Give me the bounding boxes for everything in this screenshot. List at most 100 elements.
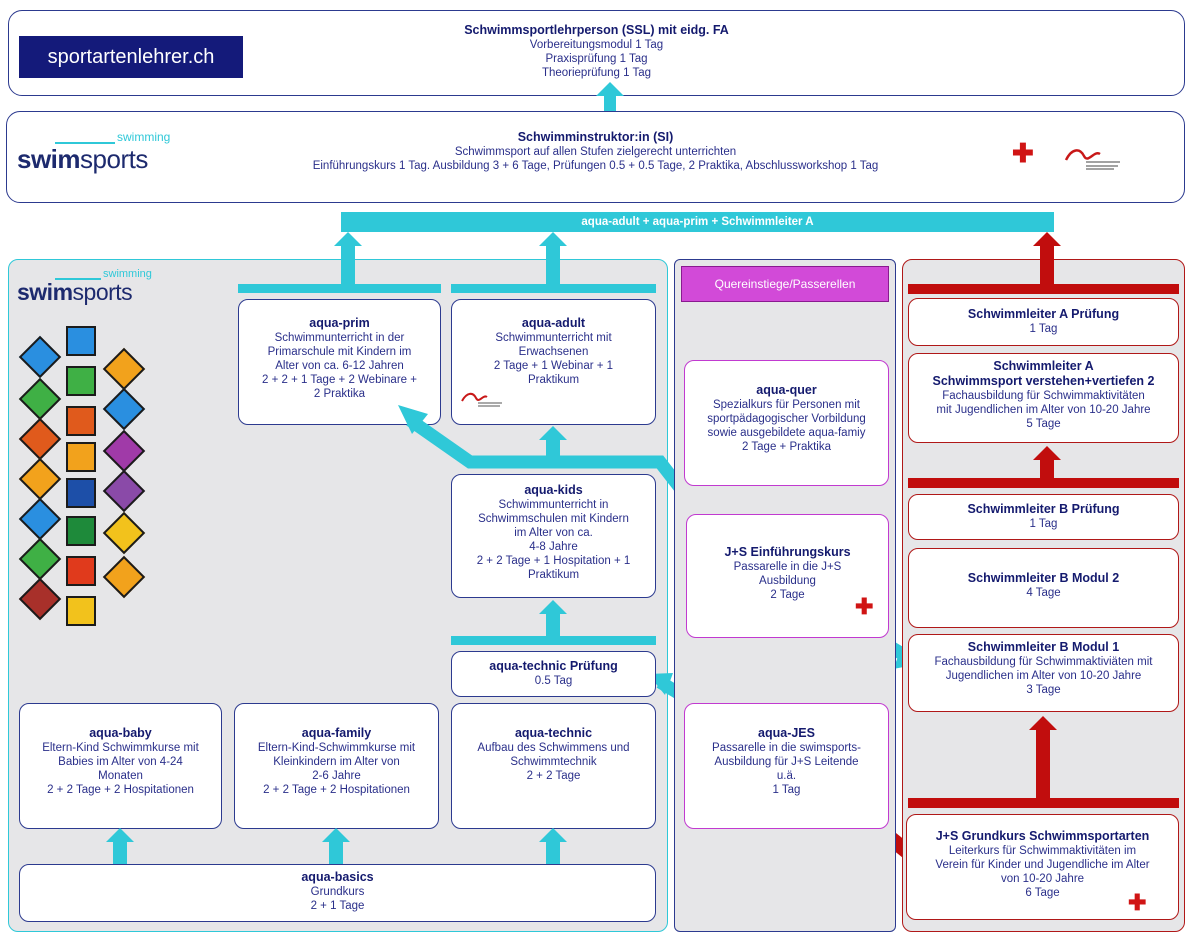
badge-icon-21 [66,596,96,626]
aqua-prim-title: aqua-prim [309,316,370,330]
aqua-technic-pruefung-title: aqua-technic Prüfung [489,659,618,673]
aqua-jes-line: 1 Tag [772,784,801,796]
arrowhead-icon [539,828,567,842]
sla-line: Fachausbildung für Schwimmaktivitäten [942,390,1145,402]
esa-logo-icon [1062,142,1124,172]
aqua-quer-line: sowie ausgebildete aqua-famiy [707,427,866,439]
aqua-baby-line: Monaten [98,770,143,782]
aqua-basics-box: aqua-basics Grundkurs 2 + 1 Tage [19,864,656,922]
aqua-adult-line: 2 Tage + 1 Webinar + 1 [493,360,614,372]
aqua-kids-title: aqua-kids [524,483,583,497]
aqua-basics-title: aqua-basics [301,870,374,884]
arrowhead-icon [539,426,567,440]
ssl-title: Schwimmsportlehrperson (SSL) mit eidg. F… [464,23,729,37]
quereinstiege-label: Quereinstiege/Passerellen [681,266,889,302]
sla-pruefung-top-bar [908,284,1179,294]
aqua-adult-line: Erwachsenen [518,346,589,358]
aqua-prim-line: 2 + 2 + 1 Tage + 2 Webinare + [262,374,417,386]
sla-pruefung-box: Schwimmleiter A Prüfung 1 Tag [908,298,1179,346]
arrow-basics-to-baby [113,840,127,864]
arrowhead-icon [596,82,624,96]
sla-subtitle: Schwimmsport verstehen+vertiefen 2 [932,374,1155,388]
aqua-technic-line: Aufbau des Schwimmens und [477,742,630,754]
esa-logo-icon [460,389,504,409]
js-logo-icon: ✚ [1128,890,1147,915]
aqua-quer-title: aqua-quer [756,383,817,397]
aqua-technic-pruefung-box: aqua-technic Prüfung 0.5 Tag [451,651,656,697]
arrowhead-icon [539,232,567,246]
badge-icon-4 [66,366,96,396]
js-grundkurs-line: 6 Tage [1025,887,1060,899]
arrow-basics-to-technic [546,840,560,864]
aqua-adult-prim-bar: aqua-adult + aqua-prim + Schwimmleiter A [341,212,1054,232]
js-grundkurs-line: Verein für Kinder und Jugendliche im Alt… [935,859,1150,871]
aqua-prim-line: Primarschule mit Kindern im [267,346,412,358]
aqua-quer-line: 2 Tage + Praktika [742,441,831,453]
arrow-adult-up [546,242,560,284]
aqua-technic-box: aqua-technic Aufbau des Schwimmens und S… [451,703,656,829]
aqua-baby-title: aqua-baby [89,726,152,740]
aqua-jes-line: u.ä. [776,770,797,782]
aqua-family-line: Kleinkindern im Alter von [273,756,400,768]
arrowhead-icon [1033,446,1061,460]
aqua-jes-title: aqua-JES [758,726,815,740]
arrowhead-icon [1033,232,1061,246]
slb-modul1-line: Jugendlichen im Alter von 10-20 Jahre [945,670,1142,682]
aqua-kids-box: aqua-kids Schwimmunterricht in Schwimmsc… [451,474,656,598]
slb-modul2-box: Schwimmleiter B Modul 2 4 Tage [908,548,1179,628]
prim-top-bar [238,284,441,293]
badge-icon-6 [66,406,96,436]
arrow-sl-up [1040,244,1054,284]
aqua-baby-line: Eltern-Kind Schwimmkurse mit [42,742,199,754]
js-einfuehrung-line: Ausbildung [759,575,816,587]
si-line2: Einführungskurs 1 Tag. Ausbildung 3 + 6 … [312,160,879,172]
si-line1: Schwimmsport auf allen Stufen zielgerech… [454,146,737,158]
arrow-prim-up [341,242,355,284]
sla-line: mit Jugendlichen im Alter von 10-20 Jahr… [936,404,1151,416]
aqua-jes-line: Ausbildung für J+S Leitende [714,756,859,768]
aqua-family-line: 2 + 2 Tage + 2 Hospitationen [263,784,410,796]
aqua-prim-line: Alter von ca. 6-12 Jahren [275,360,404,372]
ssl-line: Theorieprüfung 1 Tag [541,67,652,79]
slb-pruefung-top-bar [908,478,1179,488]
badge-icon-9 [66,442,96,472]
slb-modul2-line: 4 Tage [1026,587,1061,599]
aqua-family-box: aqua-family Eltern-Kind-Schwimmkurse mit… [234,703,439,829]
aqua-basics-line: 2 + 1 Tage [310,900,365,912]
slb-modul1-line: Fachausbildung für Schwimmaktiviäten mit [934,656,1153,668]
js-grundkurs-box: J+S Grundkurs Schwimmsportarten Leiterku… [906,814,1179,920]
slb-pruefung-line: 1 Tag [1029,518,1058,530]
sla-title: Schwimmleiter A [993,359,1094,373]
aqua-jes-line: Passarelle in die swimsports- [712,742,861,754]
technic-top-bar [451,636,656,645]
aqua-adult-title: aqua-adult [521,316,586,330]
js-einfuehrung-title: J+S Einführungskurs [724,545,851,559]
js-einfuehrung-line: 2 Tage [770,589,805,601]
ssl-line: Praxisprüfung 1 Tag [545,53,648,65]
aqua-quer-line: sportpädagogischer Vorbildung [707,413,866,425]
arrowhead-icon [539,600,567,614]
aqua-baby-box: aqua-baby Eltern-Kind Schwimmkurse mit B… [19,703,222,829]
aqua-jes-box: aqua-JES Passarelle in die swimsports- A… [684,703,889,829]
ssl-line: Vorbereitungsmodul 1 Tag [529,39,664,51]
aqua-technic-line: Schwimmtechnik [510,756,597,768]
aqua-baby-line: Babies im Alter von 4-24 [58,756,183,768]
slb-pruefung-title: Schwimmleiter B Prüfung [967,502,1120,516]
badge-icon-18 [66,556,96,586]
slb-pruefung-box: Schwimmleiter B Prüfung 1 Tag [908,494,1179,540]
arrowhead-icon [334,232,362,246]
aqua-quer-box: aqua-quer Spezialkurs für Personen mit s… [684,360,889,486]
slb-modul1-title: Schwimmleiter B Modul 1 [967,640,1120,654]
sla-pruefung-title: Schwimmleiter A Prüfung [967,307,1120,321]
js-grundkurs-line: von 10-20 Jahre [1000,873,1085,885]
arrowhead-icon [1029,716,1057,730]
aqua-baby-line: 2 + 2 Tage + 2 Hospitationen [47,784,194,796]
js-grundkurs-title: J+S Grundkurs Schwimmsportarten [935,829,1150,843]
js-einfuehrung-line: Passarelle in die J+S [733,561,842,573]
arrow-slb-to-sla [1040,458,1054,478]
si-title: Schwimminstruktor:in (SI) [517,130,674,144]
aqua-family-title: aqua-family [301,726,372,740]
aqua-technic-line: 2 + 2 Tage [526,770,581,782]
arrowhead-icon [106,828,134,842]
arrow-technic-to-kids [546,612,560,636]
